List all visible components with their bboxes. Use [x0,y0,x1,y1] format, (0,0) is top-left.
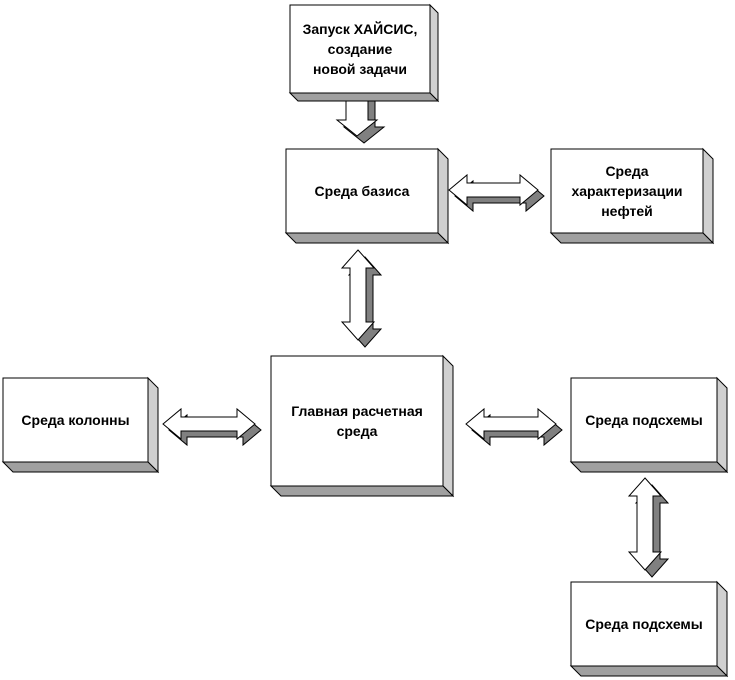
node-oil-label-0: Среда [605,163,648,179]
node-column: Среда колонны [1,376,160,474]
node-oil-face [550,148,704,234]
node-start-label-0: Запуск ХАЙСИС, [303,20,418,37]
node-oil-label-1: характеризации [571,183,682,199]
arrow-main-subflow1 [465,407,563,447]
arrow-basis-main-body [340,249,376,341]
node-start-side [429,3,439,103]
arrow-column-main-body [162,407,256,441]
arrow-basis-main [340,249,383,348]
node-oil-bottom [549,232,715,244]
node-subflow1-side [716,376,728,474]
node-main-label-1: среда [337,423,378,439]
node-start-label-1: создание [328,41,393,57]
node-column-label-0: Среда колонны [21,412,129,428]
node-oil-side [702,147,714,245]
node-subflow2-bottom [569,665,729,677]
node-main-label-0: Главная расчетная [291,403,423,419]
arrow-basis-oil [448,173,545,213]
node-subflow2-face [570,581,718,667]
arrow-subflow1-subflow2-body [627,477,663,571]
node-oil: Среда характеризации нефтей [549,147,715,245]
arrow-main-subflow1-body [465,407,557,441]
node-subflow1-bottom [569,461,729,473]
node-start-face [289,4,431,94]
node-column-bottom [1,461,160,473]
node-subflow1-face [570,377,718,463]
node-start: Запуск ХАЙСИС, создание новой задачи [288,3,440,103]
node-main-side [442,354,454,498]
node-subflow1-label-0: Среда подсхемы [585,412,703,428]
arrow-column-main [162,407,262,447]
node-basis-face [285,148,439,234]
node-subflow1: Среда подсхемы [569,376,729,474]
node-basis-bottom [284,232,450,244]
arrow-basis-oil-body [448,173,539,207]
node-subflow2: Среда подсхемы [569,580,729,678]
node-oil-label-2: нефтей [601,203,653,219]
node-start-label-2: новой задачи [313,61,407,77]
node-start-bottom [288,92,440,102]
node-main-face [270,355,444,487]
node-subflow2-side [716,580,728,678]
node-subflow2-label-0: Среда подсхемы [585,616,703,632]
node-basis-side [437,147,449,245]
arrow-subflow1-subflow2 [627,477,670,578]
node-main: Главная расчетная среда [269,354,455,498]
node-basis-label-0: Среда базиса [315,183,410,199]
node-column-face [2,377,149,463]
node-basis: Среда базиса [284,147,450,245]
node-main-bottom [269,485,455,497]
node-column-side [147,376,159,474]
